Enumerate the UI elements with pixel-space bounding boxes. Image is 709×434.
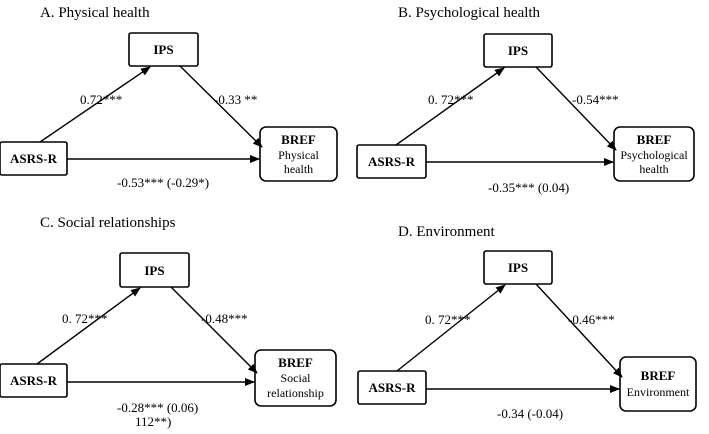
panel-b-outcome-line1: Psychological	[620, 148, 688, 162]
panel-c-predictor-box	[0, 363, 68, 398]
panel-b-path-a-arrow	[395, 67, 505, 146]
panel-d-outcome-box	[619, 356, 697, 412]
panel-a-coef-c: -0.53*** (-0.29*)	[117, 175, 209, 190]
panel-c: C. Social relationships IPS ASRS-R BREF …	[0, 215, 337, 429]
panel-a-title: A. Physical health	[40, 5, 150, 21]
panel-a-path-a-arrow	[39, 66, 151, 143]
panel-a-path-b-arrow	[179, 65, 263, 148]
panel-d-mediator-label: IPS	[508, 260, 528, 275]
panel-b-mediator-box	[483, 33, 553, 68]
panel-c-coef-a: 0. 72***	[62, 311, 108, 326]
panel-a-coef-b: -0.33 **	[214, 92, 257, 107]
panel-d-coef-a: 0. 72***	[425, 312, 471, 327]
panel-a-mediator-box	[128, 32, 199, 67]
panel-c-predictor-label: ASRS-R	[10, 373, 58, 388]
panel-c-outcome-title: BREF	[278, 355, 313, 370]
panel-d-outcome-line1: Environment	[627, 385, 690, 399]
panel-b-outcome-title: BREF	[637, 132, 672, 147]
panel-d-path-a-arrow	[396, 284, 506, 372]
panel-d-predictor-label: ASRS-R	[369, 380, 417, 395]
panel-b-outcome-box	[613, 126, 695, 182]
panel-c-coef-c: -0.28*** (0.06)	[117, 400, 198, 415]
panel-b-coef-c: -0.35*** (0.04)	[488, 180, 569, 195]
panel-b-path-b-arrow	[535, 66, 617, 151]
panel-c-title: C. Social relationships	[40, 215, 176, 231]
panel-b-coef-a: 0. 72***	[428, 92, 474, 107]
panel-b-title: B. Psychological health	[398, 5, 541, 21]
panel-d-coef-c: -0.34 (-0.04)	[497, 406, 563, 421]
panel-c-coef-b: -0.48***	[201, 311, 248, 326]
panel-d-title: D. Environment	[398, 224, 495, 240]
panel-c-path-a-arrow	[36, 287, 141, 365]
panel-d-coef-b: -0.46***	[568, 312, 615, 327]
panel-b: B. Psychological health IPS ASRS-R BREF …	[356, 5, 695, 195]
panel-d: D. Environment IPS ASRS-R BREF Environme…	[357, 224, 697, 421]
panel-b-mediator-label: IPS	[508, 43, 528, 58]
panel-a-outcome-title: BREF	[281, 132, 316, 147]
panel-b-predictor-label: ASRS-R	[368, 154, 416, 169]
panel-b-outcome-line2: health	[639, 162, 668, 176]
panel-c-coef-c-extra: 112**)	[135, 414, 171, 429]
panel-b-coef-b: -0.54***	[572, 92, 619, 107]
panel-a-outcome-box	[259, 126, 338, 182]
panel-c-outcome-line1: Social	[281, 371, 312, 385]
panel-c-outcome-line2: relationship	[267, 386, 324, 400]
panel-d-predictor-box	[357, 370, 427, 405]
panel-a-outcome-line1: Physical	[278, 148, 319, 162]
panel-a-coef-a: 0.72***	[80, 92, 122, 107]
panel-c-mediator-box	[119, 252, 190, 288]
panel-a-mediator-label: IPS	[153, 42, 173, 57]
panel-c-path-b-arrow	[170, 286, 258, 374]
panel-a-predictor-label: ASRS-R	[10, 151, 58, 166]
panel-d-path-b-arrow	[535, 283, 623, 378]
panel-d-outcome-title: BREF	[641, 368, 676, 383]
panel-c-outcome-box	[254, 349, 337, 407]
panel-c-mediator-label: IPS	[144, 263, 164, 278]
panel-a: A. Physical health IPS ASRS-R BREF Physi…	[0, 5, 338, 190]
panel-d-mediator-box	[483, 250, 553, 285]
panel-a-outcome-line2: health	[284, 162, 313, 176]
